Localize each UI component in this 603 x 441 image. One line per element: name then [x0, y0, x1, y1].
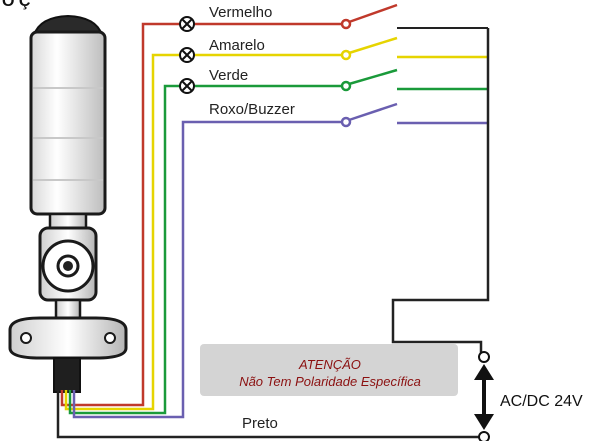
arrow-down-icon — [474, 414, 494, 430]
header-fragment: O Ç — [2, 0, 31, 10]
wire-black — [56, 390, 481, 439]
label-purple: Roxo/Buzzer — [209, 101, 295, 118]
arrow-up-icon — [474, 364, 494, 380]
lamp-red-icon — [179, 16, 195, 32]
warning-box: ATENÇÃO Não Tem Polaridade Específica — [200, 344, 458, 396]
terminal-top — [478, 351, 490, 363]
wires — [56, 3, 490, 439]
switch-purple — [348, 102, 398, 122]
wire-common — [391, 28, 490, 355]
label-red: Vermelho — [209, 4, 272, 21]
switch-green-pivot — [340, 80, 352, 92]
label-black: Preto — [242, 415, 278, 432]
signal-tower — [8, 14, 128, 393]
switch-red-pivot — [340, 18, 352, 30]
terminal-bottom — [478, 431, 490, 441]
pivot-screw — [63, 261, 73, 271]
warning-title: ATENÇÃO — [298, 357, 361, 372]
lamp-yellow-icon — [179, 47, 195, 63]
tower-neck — [48, 212, 88, 230]
tower-cap — [32, 14, 104, 36]
wire-green — [68, 84, 183, 415]
switch-yellow — [348, 36, 398, 55]
label-yellow: Amarelo — [209, 37, 265, 54]
cable-gland — [53, 357, 81, 393]
mount-pole — [54, 298, 82, 320]
wire-purple — [72, 120, 343, 419]
switch-purple-pivot — [340, 116, 352, 128]
switch-yellow-pivot — [340, 49, 352, 61]
switch-red — [348, 3, 398, 24]
lamp-green-icon — [179, 78, 195, 94]
mount-flange — [8, 316, 128, 360]
warning-text: Não Tem Polaridade Específica — [239, 374, 421, 389]
label-green: Verde — [209, 67, 248, 84]
wire-red — [60, 22, 183, 407]
supply-label: AC/DC 24V — [500, 393, 583, 410]
supply-terminals — [474, 351, 494, 441]
lamps — [179, 16, 195, 94]
switch-green — [348, 68, 398, 86]
switch-pivots — [340, 18, 352, 128]
light-column — [29, 30, 107, 216]
wire-yellow — [64, 53, 183, 411]
